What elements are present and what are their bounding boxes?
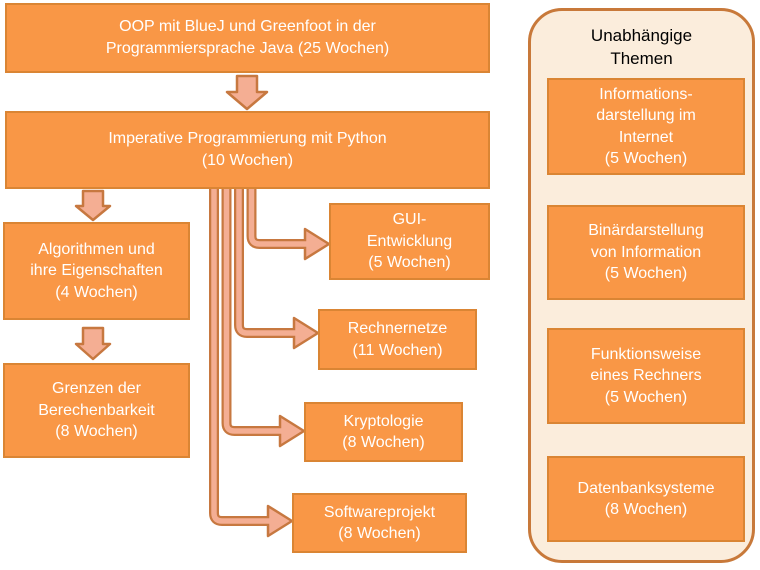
pipe-fill-kryptologie — [223, 188, 286, 434]
branch-arrowheads — [266, 227, 331, 538]
box-binaerdarstellung: Binärdarstellung von Information (5 Woch… — [547, 205, 745, 300]
pipe-fill-rechnernetze — [236, 188, 300, 336]
box-datenbanksysteme: Datenbanksysteme (8 Wochen) — [547, 456, 745, 542]
down-arrow-oop-to-python-icon — [225, 74, 269, 111]
box-funktionsweise-rechner: Funktionsweise eines Rechners (5 Wochen) — [547, 328, 745, 424]
box-oop-java: OOP mit BlueJ und Greenfoot in der Progr… — [5, 3, 490, 73]
box-algorithmen: Algorithmen und ihre Eigenschaften (4 Wo… — [3, 222, 190, 320]
branch-pipes-fill — [211, 188, 311, 524]
box-rechnernetze: Rechnernetze (11 Wochen) — [318, 309, 477, 370]
box-softwareprojekt: Softwareprojekt (8 Wochen) — [292, 493, 467, 553]
box-imperative-python: Imperative Programmierung mit Python (10… — [5, 111, 490, 189]
pipe-fill-gui — [248, 188, 311, 247]
pipe-to-gui — [246, 188, 306, 249]
down-arrow-python-to-algorithmen-icon — [74, 189, 112, 222]
down-arrow-algorithmen-to-grenzen-icon — [74, 326, 112, 361]
pipe-fill-softwareprojekt — [211, 188, 274, 524]
flow-down-arrows — [74, 74, 269, 361]
independent-topics-panel: Unabhängige Themen Informations- darstel… — [528, 8, 755, 563]
box-grenzen-berechenbarkeit: Grenzen der Berechenbarkeit (8 Wochen) — [3, 363, 190, 458]
box-informationsdarstellung-internet: Informations- darstellung im Internet (5… — [547, 78, 745, 175]
box-gui-entwicklung: GUI- Entwicklung (5 Wochen) — [329, 203, 490, 280]
independent-topics-title: Unabhängige Themen — [590, 26, 693, 68]
box-kryptologie: Kryptologie (8 Wochen) — [304, 402, 463, 462]
